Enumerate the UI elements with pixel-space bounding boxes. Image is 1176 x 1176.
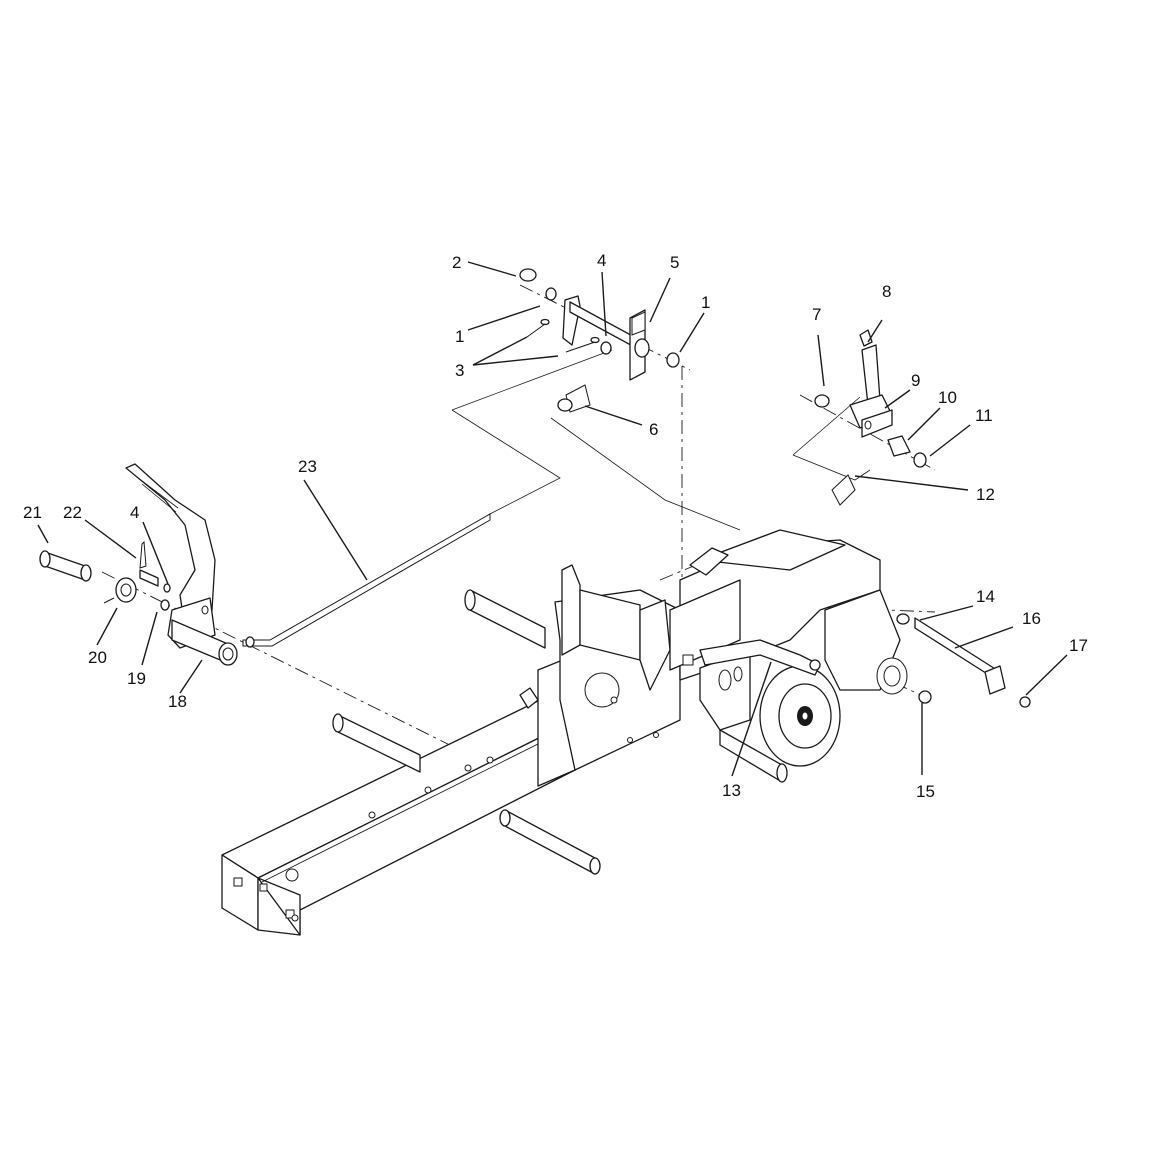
callout-17: 17 xyxy=(1069,636,1088,655)
callout-3: 3 xyxy=(455,361,464,380)
callout-13: 13 xyxy=(722,781,741,800)
brake-linkage xyxy=(519,268,1031,708)
callout-15: 15 xyxy=(916,782,935,801)
callout-23: 23 xyxy=(298,457,317,476)
callout-19: 19 xyxy=(127,669,146,688)
callouts: 2 1 3 4 5 1 6 7 8 9 10 11 12 14 16 17 15… xyxy=(23,251,1088,801)
callout-16: 16 xyxy=(1022,609,1041,628)
callout-14: 14 xyxy=(976,587,995,606)
callout-5: 5 xyxy=(670,253,679,272)
leader-lines xyxy=(37,261,1068,777)
callout-4-left: 4 xyxy=(130,503,139,522)
callout-22: 22 xyxy=(63,503,82,522)
callout-7: 7 xyxy=(812,305,821,324)
callout-8: 8 xyxy=(882,282,891,301)
callout-11: 11 xyxy=(975,406,993,425)
callout-1-right: 1 xyxy=(701,293,710,312)
callout-21: 21 xyxy=(23,503,42,522)
pedal-assembly xyxy=(39,463,491,666)
callout-10: 10 xyxy=(938,388,957,407)
frame xyxy=(221,529,908,936)
callout-6: 6 xyxy=(649,420,658,439)
callout-4-top: 4 xyxy=(597,251,606,270)
callout-9: 9 xyxy=(911,371,920,390)
callout-12: 12 xyxy=(976,485,995,504)
callout-20: 20 xyxy=(88,648,107,667)
callout-2: 2 xyxy=(452,253,461,272)
callout-18: 18 xyxy=(168,692,187,711)
callout-1-left: 1 xyxy=(455,327,464,346)
